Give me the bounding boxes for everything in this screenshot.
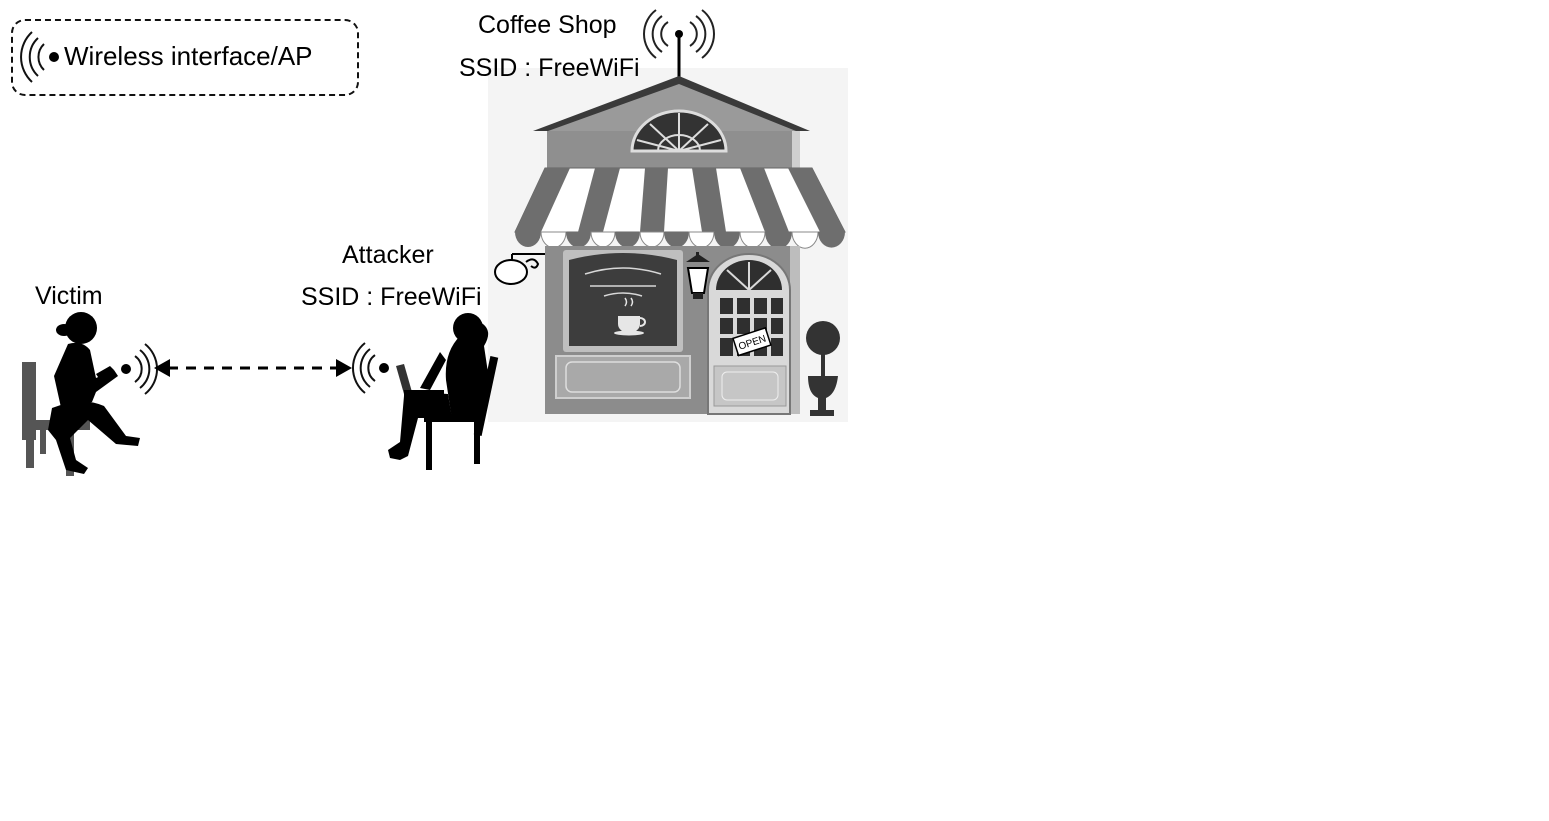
victim-silhouette [22,312,140,476]
attacker-ssid: SSID : FreeWiFi [301,283,482,311]
attacker-title: Attacker [342,241,434,269]
hanging-sign [494,253,545,285]
open-sign: OPEN [732,326,772,357]
attacker-silhouette [388,313,499,470]
potted-plant-icon [806,321,840,416]
shop-ap-wifi-icon [643,9,715,59]
lamp-icon [686,252,710,299]
victim-wifi-icon [121,343,158,395]
awning [514,167,846,249]
legend-wifi-icon [20,31,59,83]
coffee-cup-icon [614,297,646,336]
coffee-shop-building: OPEN [488,9,848,422]
legend-label: Wireless interface/AP [64,41,313,71]
attacker-wifi-icon [352,342,389,394]
coffee-shop-title: Coffee Shop [478,11,617,39]
connection-arrow [154,359,352,377]
window-ornament [584,267,662,297]
coffee-shop-ssid: SSID : FreeWiFi [459,54,640,82]
legend-box [11,19,359,96]
victim-title: Victim [35,282,103,310]
